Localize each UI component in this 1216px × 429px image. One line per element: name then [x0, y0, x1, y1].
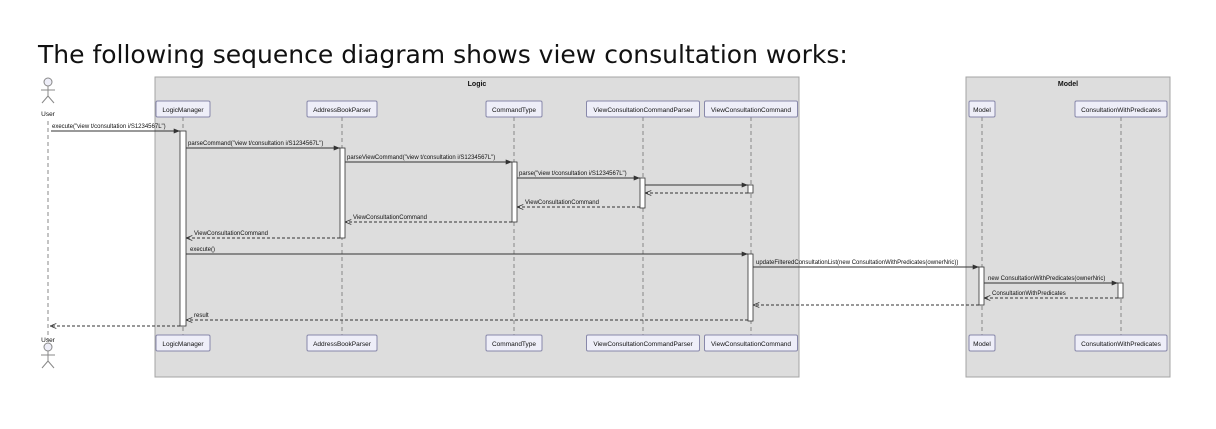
participant-box-logicmanager-bottom — [155, 334, 211, 352]
participant-label-viewconsultationcommandparser-top: ViewConsultationCommandParser — [593, 107, 693, 114]
actor-label-user-bottom: User — [41, 337, 56, 344]
actor-label-user-top: User — [41, 111, 56, 118]
participant-box-model-top — [968, 100, 996, 118]
activation-bar-logicmanager-0 — [179, 130, 187, 327]
participant-label-commandtype-bottom: CommandType — [492, 341, 536, 348]
participant-box-addressbookparser-bottom — [306, 334, 378, 352]
message-label-1: parseCommand("view t/consultation i/S123… — [188, 141, 323, 147]
activation-bar-consultationwithpredicates-7 — [1117, 282, 1124, 299]
page-heading: The following sequence diagram shows vie… — [38, 40, 848, 69]
participant-label-consultationwithpredicates-top: ConsultationWithPredicates — [1081, 107, 1162, 114]
participant-box-consultationwithpredicates-bottom — [1074, 334, 1168, 352]
activation-bar-model-6 — [978, 266, 985, 306]
message-label-3: parse("view t/consultation i/S1234567L") — [519, 171, 627, 177]
message-label-7: ViewConsultationCommand — [353, 215, 427, 221]
participant-box-commandtype-bottom — [485, 334, 543, 352]
message-label-10: updateFilteredConsultationList(new Consu… — [756, 260, 958, 266]
participant-label-addressbookparser-top: AddressBookParser — [313, 107, 372, 114]
message-label-8: ViewConsultationCommand — [194, 231, 268, 237]
participant-box-commandtype-top — [485, 100, 543, 118]
participant-label-viewconsultationcommand-bottom: ViewConsultationCommand — [711, 341, 791, 348]
frame-model — [965, 76, 1171, 378]
participant-box-consultationwithpredicates-top — [1074, 100, 1168, 118]
actor-icon-user-top — [41, 77, 55, 104]
activation-bar-viewconsultationcommand-4 — [747, 184, 754, 194]
message-label-6: ViewConsultationCommand — [525, 200, 599, 206]
frame-title-logic: Logic — [468, 81, 487, 88]
frame-title-model: Model — [1058, 81, 1078, 88]
participant-box-viewconsultationcommand-top — [704, 100, 798, 118]
activation-bar-commandtype-2 — [511, 161, 518, 223]
participant-box-viewconsultationcommandparser-bottom — [586, 334, 700, 352]
participant-label-viewconsultationcommandparser-bottom: ViewConsultationCommandParser — [593, 341, 693, 348]
message-label-14: result — [194, 313, 209, 319]
participant-label-logicmanager-top: LogicManager — [162, 107, 204, 114]
participant-label-commandtype-top: CommandType — [492, 107, 536, 114]
actor-icon-user-bottom — [41, 342, 55, 369]
participant-box-addressbookparser-top — [306, 100, 378, 118]
message-label-9: execute() — [190, 247, 215, 253]
participant-box-viewconsultationcommandparser-top — [586, 100, 700, 118]
message-label-0: execute("view t/consultation i/S1234567L… — [52, 124, 166, 130]
message-label-2: parseViewCommand("view t/consultation i/… — [347, 155, 495, 161]
participant-label-model-top: Model — [973, 107, 991, 114]
activation-bar-viewconsultationcommandparser-3 — [639, 177, 646, 209]
activation-bar-viewconsultationcommand-5 — [747, 253, 754, 322]
participant-label-model-bottom: Model — [973, 341, 991, 348]
participant-label-logicmanager-bottom: LogicManager — [162, 341, 204, 348]
participant-box-viewconsultationcommand-bottom — [704, 334, 798, 352]
participant-label-viewconsultationcommand-top: ViewConsultationCommand — [711, 107, 791, 114]
participant-label-addressbookparser-bottom: AddressBookParser — [313, 341, 372, 348]
activation-bar-addressbookparser-1 — [339, 147, 346, 239]
message-label-12: ConsultationWithPredicates — [992, 291, 1066, 297]
frame-logic — [154, 76, 800, 378]
participant-label-consultationwithpredicates-bottom: ConsultationWithPredicates — [1081, 341, 1162, 348]
participant-box-logicmanager-top — [155, 100, 211, 118]
message-label-11: new ConsultationWithPredicates(ownerNric… — [988, 276, 1105, 282]
participant-box-model-bottom — [968, 334, 996, 352]
